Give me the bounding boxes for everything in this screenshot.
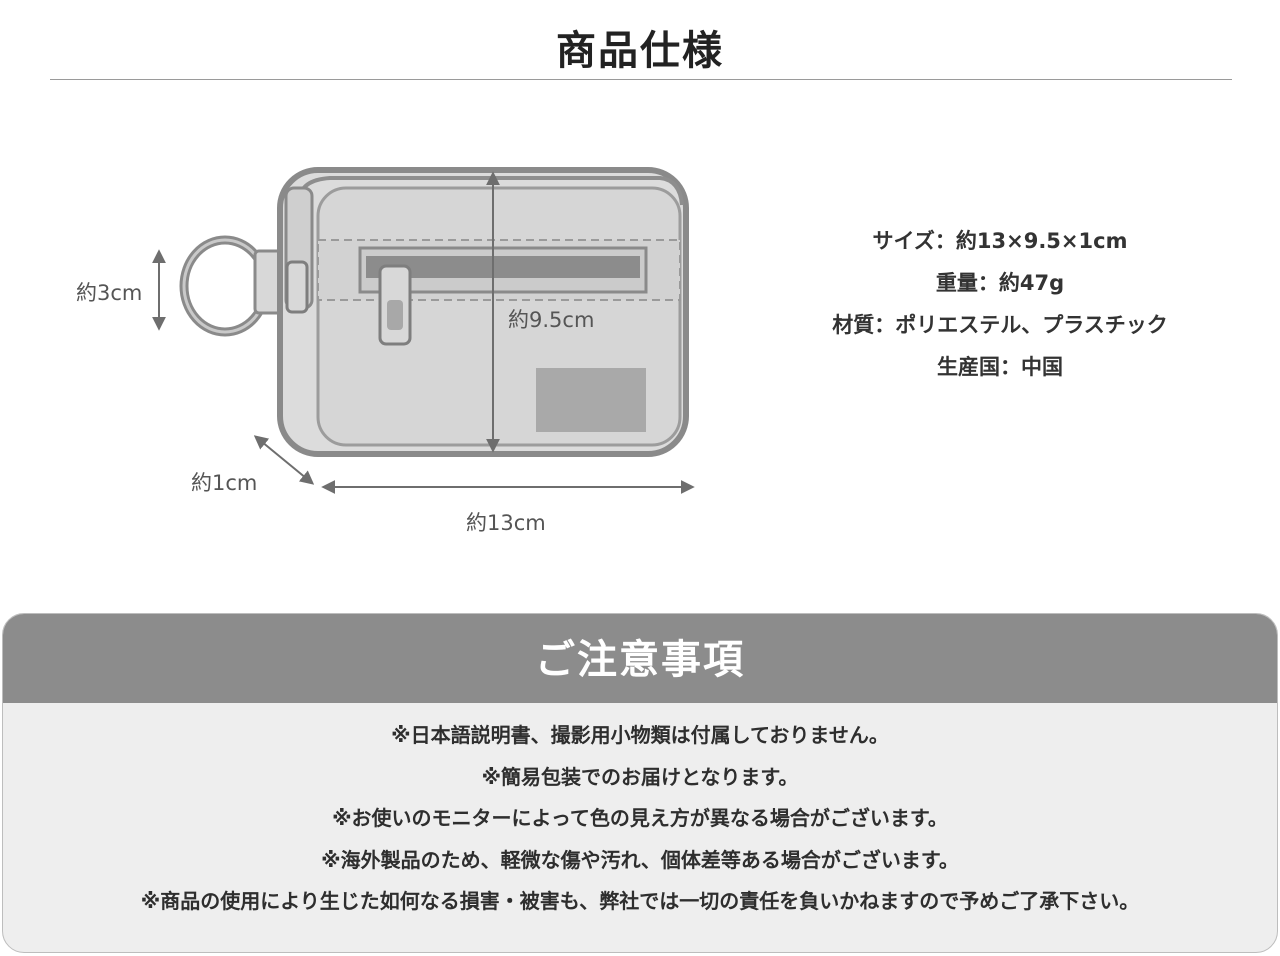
length-label: 約9.5cm	[508, 308, 595, 332]
width-label: 約13cm	[466, 511, 546, 535]
height-label: 約3cm	[76, 281, 143, 305]
spec-list: サイズ：約13×9.5×1cm 重量：約47g 材質：ポリエステル、プラスチック…	[780, 220, 1220, 388]
notice-item: ※海外製品のため、軽微な傷や汚れ、個体差等ある場合がございます。	[321, 847, 959, 872]
notice-item: ※簡易包装でのお届けとなります。	[481, 764, 799, 789]
spec-material: 材質：ポリエステル、プラスチック	[832, 313, 1168, 337]
title-divider	[50, 79, 1232, 80]
notice-list: ※日本語説明書、撮影用小物類は付属しておりません。 ※簡易包装でのお届けとなりま…	[3, 703, 1277, 923]
depth-arrow	[253, 435, 315, 485]
notice-item: ※日本語説明書、撮影用小物類は付属しておりません。	[391, 723, 889, 747]
spec-title: 商品仕様	[556, 28, 724, 74]
product-diagram: 約3cm 約9.5cm 約1cm 約13cm	[0, 0, 760, 600]
spec-size: サイズ：約13×9.5×1cm	[872, 229, 1128, 253]
notice-item: ※商品の使用により生じた如何なる損害・被害も、弊社では一切の責任を負いかねますの…	[140, 889, 1140, 913]
spec-weight: 重量：約47g	[935, 271, 1065, 295]
spec-origin: 生産国：中国	[937, 355, 1063, 379]
notice-title: ご注意事項	[3, 614, 1277, 703]
notice-item: ※お使いのモニターによって色の見え方が異なる場合がございます。	[332, 806, 948, 830]
pouch-illustration	[152, 167, 695, 494]
depth-label: 約1cm	[191, 471, 258, 495]
pouch-body	[277, 167, 689, 457]
notice-box: ご注意事項 ※日本語説明書、撮影用小物類は付属しておりません。 ※簡易包装でのお…	[2, 613, 1278, 953]
